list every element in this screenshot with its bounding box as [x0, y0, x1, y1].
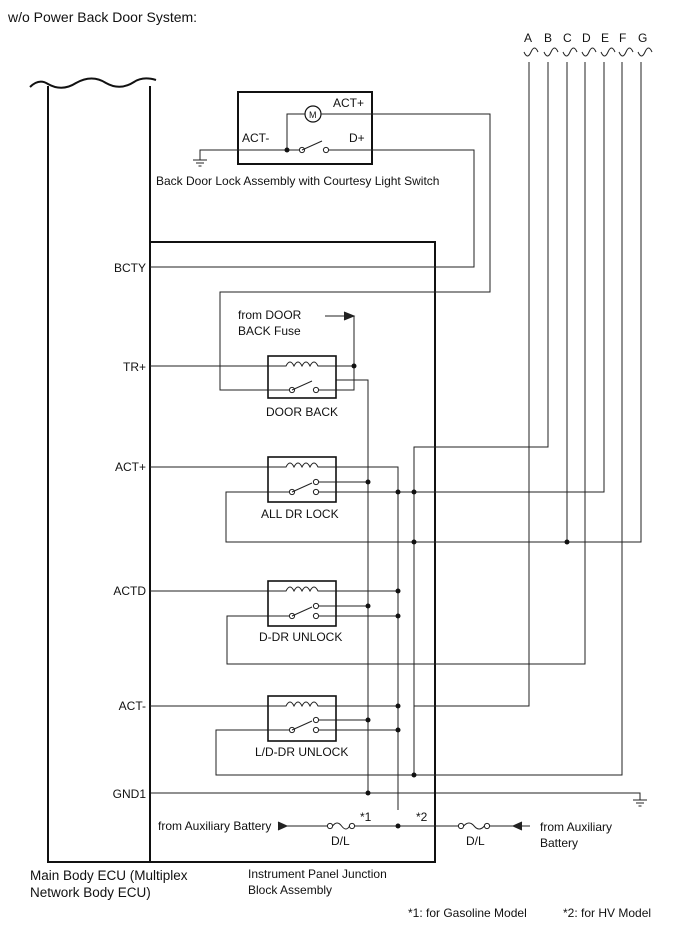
fuse-source-line1: from DOOR	[238, 308, 302, 322]
relay-label-door-back: DOOR BACK	[266, 405, 338, 419]
relay-label-d-dr-unlock: D-DR UNLOCK	[259, 630, 342, 644]
relay-d-dr-unlock: D-DR UNLOCK	[259, 580, 342, 644]
lock-terminal-act-plus: ACT+	[333, 96, 364, 110]
terminal-act-plus: ACT+	[115, 460, 146, 474]
aux-battery-right-line2: Battery	[540, 836, 578, 850]
column-label-e: E	[601, 31, 609, 45]
motor-symbol: M	[309, 110, 317, 120]
column-label-a: A	[524, 31, 532, 45]
fuse-source-line2: BACK Fuse	[238, 324, 301, 338]
ground-icon	[150, 792, 647, 807]
fuse-dl-right: D/L	[457, 822, 491, 848]
connector-column-labels: A B C D E F G	[524, 31, 647, 45]
lock-terminal-act-minus: ACT-	[242, 131, 269, 145]
relay-label-all-dr-lock: ALL DR LOCK	[261, 507, 339, 521]
terminal-gnd1: GND1	[113, 787, 147, 801]
fuse-label-left: D/L	[331, 834, 350, 848]
ecu-terminal-labels: BCTY TR+ ACT+ ACTD ACT- GND1	[113, 261, 147, 801]
ecu-name-line1: Main Body ECU (Multiplex	[30, 868, 188, 883]
connector-breaks	[523, 47, 653, 57]
fuse-label-right: D/L	[466, 834, 485, 848]
relay-door-back: DOOR BACK	[266, 355, 338, 419]
diagram-header: w/o Power Back Door System:	[7, 9, 197, 25]
mark-gasoline: *1	[360, 810, 372, 824]
aux-battery-left-label: from Auxiliary Battery	[158, 819, 271, 833]
ecu-name-line2: Network Body ECU)	[30, 885, 151, 900]
note-gasoline-model: *1: for Gasoline Model	[408, 906, 527, 920]
junction-block-name-line1: Instrument Panel Junction	[248, 867, 387, 881]
ground-icon	[193, 149, 238, 167]
main-body-ecu: Main Body ECU (Multiplex Network Body EC…	[29, 77, 188, 900]
column-label-d: D	[582, 31, 591, 45]
column-label-b: B	[544, 31, 552, 45]
relay-all-dr-lock: ALL DR LOCK	[261, 456, 339, 521]
fuse-dl-left: D/L	[326, 822, 356, 848]
terminal-bcty: BCTY	[114, 261, 146, 275]
lock-assembly-name: Back Door Lock Assembly with Courtesy Li…	[156, 174, 439, 188]
relay-ld-dr-unlock: L/D-DR UNLOCK	[255, 695, 348, 759]
relay-label-ld-dr-unlock: L/D-DR UNLOCK	[255, 745, 348, 759]
junction-dots	[351, 363, 570, 829]
note-hv-model: *2: for HV Model	[563, 906, 651, 920]
back-door-lock-assembly: ACT- ACT+ D+ M Back Door Lock Assembly w…	[156, 91, 439, 188]
column-label-g: G	[638, 31, 647, 45]
terminal-actd: ACTD	[113, 584, 146, 598]
terminal-tr-plus: TR+	[123, 360, 146, 374]
lock-terminal-d-plus: D+	[349, 131, 365, 145]
mark-hv: *2	[416, 810, 428, 824]
junction-block-name-line2: Block Assembly	[248, 883, 332, 897]
column-label-f: F	[619, 31, 626, 45]
wiring-lines	[150, 62, 642, 831]
aux-battery-right-line1: from Auxiliary	[540, 820, 612, 834]
terminal-act-minus: ACT-	[119, 699, 146, 713]
column-label-c: C	[563, 31, 572, 45]
instrument-panel-junction-block: Instrument Panel Junction Block Assembly…	[149, 241, 436, 897]
